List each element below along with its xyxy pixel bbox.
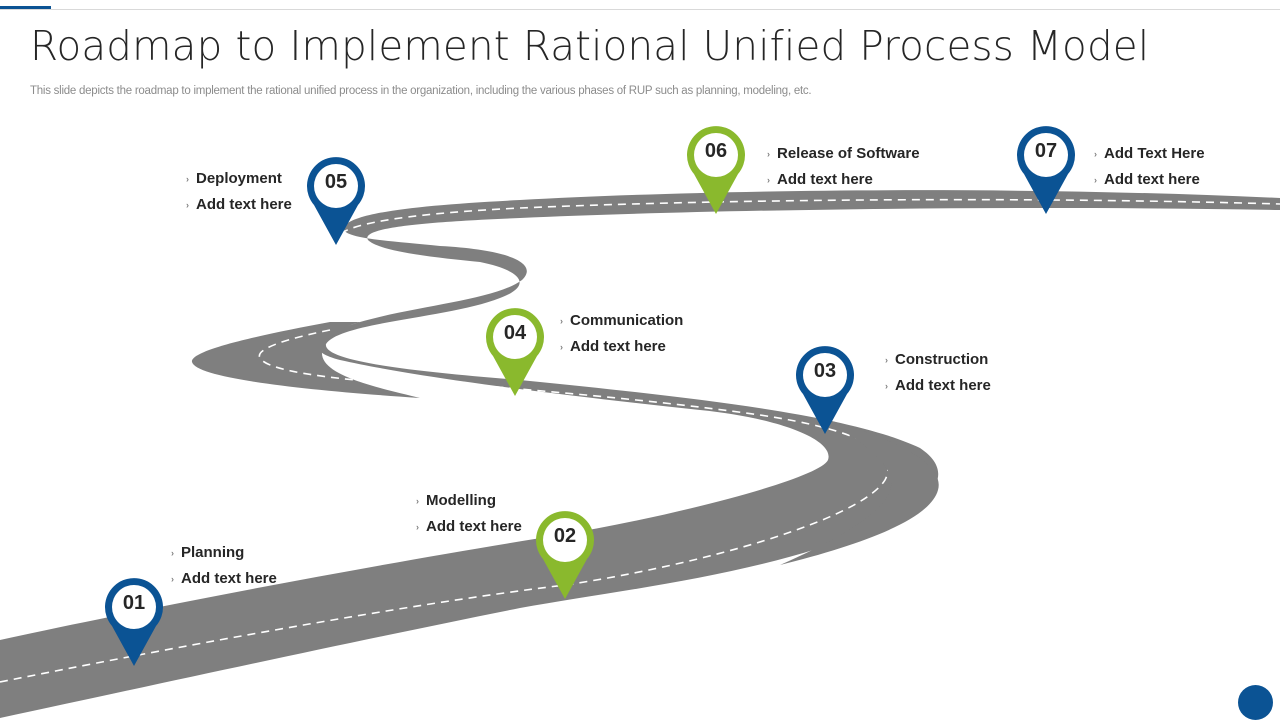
map-pin-icon	[1017, 126, 1075, 214]
bullet-icon: ›	[1094, 175, 1097, 185]
road-center-line-left	[258, 329, 421, 386]
bullet-icon: ›	[171, 574, 174, 584]
bullet-icon: ›	[186, 200, 189, 210]
milestone-label-04: › Communication › Add text here	[560, 308, 683, 360]
milestone-heading: Communication	[570, 312, 684, 329]
milestone-pin-02[interactable]: 02	[535, 509, 595, 601]
map-pin-icon	[105, 578, 163, 666]
milestone-text: Add text here	[570, 338, 666, 355]
bullet-icon: ›	[416, 496, 419, 506]
milestone-text: Add text here	[196, 196, 292, 213]
milestone-number: 03	[813, 360, 837, 382]
milestone-heading: Release of Software	[777, 145, 920, 162]
milestone-label-06: › Release of Software › Add text here	[767, 141, 920, 193]
map-pin-icon	[486, 308, 544, 396]
milestone-heading: Add Text Here	[1104, 145, 1205, 162]
milestone-heading: Planning	[181, 544, 245, 561]
milestone-label-07: › Add Text Here › Add text here	[1094, 141, 1205, 193]
milestone-text: Add text here	[1104, 171, 1200, 188]
milestone-label-03: › Construction › Add text here	[885, 347, 991, 399]
milestone-label-01: › Planning › Add text here	[171, 540, 277, 592]
bullet-icon: ›	[1094, 149, 1097, 159]
milestone-number: 01	[122, 592, 146, 614]
milestone-number: 05	[324, 171, 348, 193]
bullet-icon: ›	[171, 548, 174, 558]
bullet-icon: ›	[767, 149, 770, 159]
milestone-pin-07[interactable]: 07	[1016, 124, 1076, 216]
milestone-heading: Construction	[895, 351, 989, 368]
milestone-pin-01[interactable]: 01	[104, 576, 164, 668]
road-surface	[0, 190, 1280, 718]
map-pin-icon	[307, 157, 365, 245]
map-pin-icon	[687, 126, 745, 214]
slide-title: Roadmap to Implement Rational Unified Pr…	[30, 22, 1150, 70]
bullet-icon: ›	[560, 342, 563, 352]
bullet-icon: ›	[186, 174, 189, 184]
milestone-text: Add text here	[777, 171, 873, 188]
slide-corner-dot	[1238, 685, 1273, 720]
milestone-pin-06[interactable]: 06	[686, 124, 746, 216]
milestone-number: 04	[503, 322, 527, 344]
map-pin-icon	[796, 346, 854, 434]
header-divider	[0, 9, 1280, 10]
milestone-text: Add text here	[181, 570, 277, 587]
milestone-text: Add text here	[426, 518, 522, 535]
header-accent-bar	[0, 6, 51, 10]
road-sweep-left	[191, 322, 420, 398]
milestone-label-05: › Deployment › Add text here	[186, 166, 292, 218]
milestone-heading: Modelling	[426, 492, 496, 509]
milestone-number: 02	[553, 525, 577, 547]
road-sweep-right	[780, 420, 939, 565]
milestone-pin-03[interactable]: 03	[795, 344, 855, 436]
bullet-icon: ›	[885, 381, 888, 391]
map-pin-icon	[536, 511, 594, 599]
milestone-label-02: › Modelling › Add text here	[416, 488, 522, 540]
milestone-heading: Deployment	[196, 170, 282, 187]
bullet-icon: ›	[767, 175, 770, 185]
milestone-number: 06	[704, 140, 728, 162]
bullet-icon: ›	[885, 355, 888, 365]
slide-subtitle: This slide depicts the roadmap to implem…	[30, 85, 812, 97]
milestone-number: 07	[1034, 140, 1058, 162]
milestone-pin-04[interactable]: 04	[485, 306, 545, 398]
bullet-icon: ›	[560, 316, 563, 326]
bullet-icon: ›	[416, 522, 419, 532]
milestone-text: Add text here	[895, 377, 991, 394]
milestone-pin-05[interactable]: 05	[306, 155, 366, 247]
